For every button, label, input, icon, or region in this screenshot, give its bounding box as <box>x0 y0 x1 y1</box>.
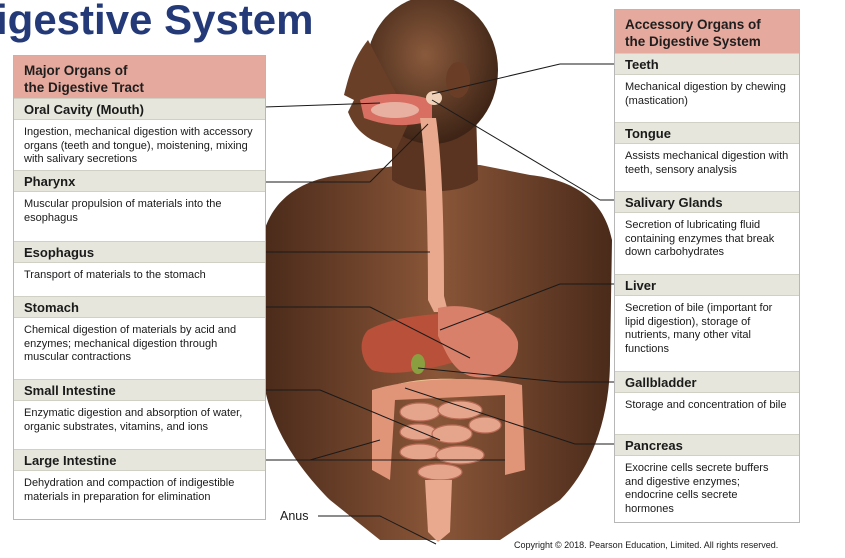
organ-desc: Secretion of lubricating fluid containin… <box>625 219 775 258</box>
organ-desc: Mechanical digestion by chewing (mastica… <box>625 81 786 107</box>
organ-title: Small Intestine <box>14 379 265 401</box>
organ-desc: Ingestion, mechanical digestion with acc… <box>24 126 253 165</box>
accessory-organs-heading: Accessory Organs of the Digestive System <box>615 10 799 53</box>
organ-title: Pharynx <box>14 170 265 192</box>
organ-desc: Chemical digestion of materials by acid … <box>24 324 237 363</box>
esophagus-shape <box>420 118 448 312</box>
organ-oral-cavity: Oral Cavity (Mouth) Ingestion, mechanica… <box>14 98 265 167</box>
rectum-shape <box>425 480 452 542</box>
large-intestine-shape <box>372 378 525 480</box>
organ-title: Large Intestine <box>14 449 265 471</box>
organ-liver: Liver Secretion of bile (important for l… <box>615 274 799 356</box>
organ-teeth: Teeth Mechanical digestion by chewing (m… <box>615 53 799 108</box>
organ-title: Gallbladder <box>615 371 799 393</box>
major-organs-heading: Major Organs of the Digestive Tract <box>14 56 265 98</box>
organ-tongue: Tongue Assists mechanical digestion with… <box>615 122 799 177</box>
anus-label: Anus <box>280 509 309 523</box>
organ-title: Liver <box>615 274 799 296</box>
organ-desc: Enzymatic digestion and absorption of wa… <box>24 407 243 433</box>
organ-desc: Exocrine cells secrete buffers and diges… <box>625 462 769 515</box>
tongue-shape <box>371 102 419 118</box>
page-title: igestive System <box>0 0 314 43</box>
organ-stomach: Stomach Chemical digestion of materials … <box>14 296 265 365</box>
gallbladder-shape <box>411 354 425 374</box>
leader-lines <box>263 63 614 545</box>
organ-esophagus: Esophagus Transport of materials to the … <box>14 241 265 283</box>
organ-large-intestine: Large Intestine Dehydration and compacti… <box>14 449 265 504</box>
organ-desc: Dehydration and compaction of indigestib… <box>24 477 235 503</box>
organ-small-intestine: Small Intestine Enzymatic digestion and … <box>14 379 265 434</box>
copyright-notice: Copyright © 2018. Pearson Education, Lim… <box>514 540 779 550</box>
organ-title: Salivary Glands <box>615 191 799 213</box>
organ-title: Esophagus <box>14 241 265 263</box>
organ-pharynx: Pharynx Muscular propulsion of materials… <box>14 170 265 225</box>
organ-desc: Muscular propulsion of materials into th… <box>24 198 222 224</box>
organ-salivary-glands: Salivary Glands Secretion of lubricating… <box>615 191 799 260</box>
organ-title: Tongue <box>615 122 799 144</box>
organ-pancreas: Pancreas Exocrine cells secrete buffers … <box>615 434 799 516</box>
major-organs-panel: Major Organs of the Digestive Tract Oral… <box>13 55 266 520</box>
organ-title: Pancreas <box>615 434 799 456</box>
accessory-organs-panel: Accessory Organs of the Digestive System… <box>614 9 800 523</box>
salivary-gland-shape <box>426 91 442 105</box>
organ-gallbladder: Gallbladder Storage and concentration of… <box>615 371 799 413</box>
stomach-shape <box>438 306 519 378</box>
organ-title: Oral Cavity (Mouth) <box>14 98 265 120</box>
organ-desc: Assists mechanical digestion with teeth,… <box>625 150 789 176</box>
organ-title: Stomach <box>14 296 265 318</box>
ear <box>446 62 470 98</box>
organ-title: Teeth <box>615 53 799 75</box>
organ-desc: Transport of materials to the stomach <box>24 269 206 281</box>
organ-desc: Secretion of bile (important for lipid d… <box>625 302 773 355</box>
organ-desc: Storage and concentration of bile <box>625 399 787 411</box>
